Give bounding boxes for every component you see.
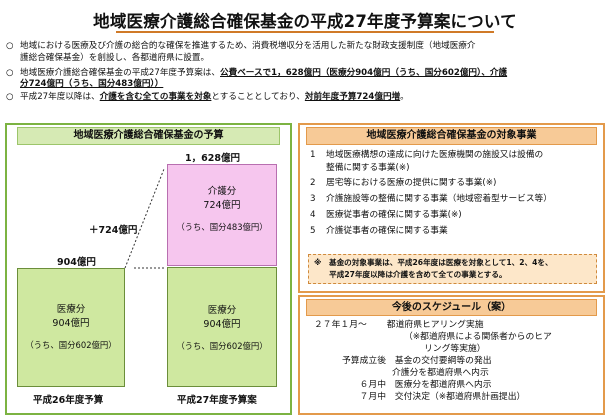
- medical-26-budget-block: 医療分 904億円 （うち、国分602億円）: [17, 268, 125, 387]
- projects-panel-header: 地域医療介護総合確保基金の対象事業: [306, 127, 597, 145]
- medical-27-amount: 904億円: [203, 319, 241, 330]
- bullet-mark: ○: [6, 92, 14, 103]
- schedule-panel: 今後のスケジュール（案） ２７年１月～ 都道府県ヒアリング実施 （※都道府県によ…: [298, 295, 605, 415]
- bullet-text: とすることとしており、: [211, 92, 305, 103]
- base-amount-label: 904億円: [57, 257, 96, 268]
- schedule-row: ７月中 交付決定（※都道府県計画提出）: [314, 392, 526, 404]
- schedule-date: ６月中: [359, 380, 386, 390]
- medical-27-budget-block: 医療分 904億円 （うち、国分602億円）: [167, 267, 277, 387]
- budget-panel-header: 地域医療介護総合確保基金の予算: [17, 127, 280, 145]
- bullet-text: 平成27年度以降は、: [20, 92, 100, 103]
- item-number: 3: [310, 194, 316, 205]
- list-item: 3 介護施設等の整備に関する事業（地域密着型サービス等）: [310, 193, 602, 206]
- bullet-emphasis: 公費ベースで1，628億円（医療分904億円（うち、国分602億円）、介護: [220, 67, 508, 78]
- item-text: 医療従事者の確保に関する事業(※): [326, 209, 462, 220]
- schedule-row: ２７年１月～ 都道府県ヒアリング実施: [314, 320, 484, 332]
- note-text: 平成27年度以降は介護を含めて全ての事業とする。: [314, 269, 507, 279]
- medical-26-name: 医療分: [56, 304, 86, 315]
- medical-27-national: （うち、国分602億円）: [176, 341, 268, 351]
- bullet-item: ○ 地域医療介護総合確保基金の平成27年度予算案は、公費ベースで1，628億円（…: [6, 68, 604, 92]
- item-text: 地域医療構想の達成に向けた医療機関の施設又は設備の: [326, 150, 544, 160]
- care-amount: 724億円: [203, 200, 241, 211]
- bullet-mark: ○: [6, 41, 14, 51]
- bullet-text: 地域医療介護総合確保基金の平成27年度予算案は、: [20, 67, 220, 78]
- bullet-emphasis: 分724億円（うち、国分483億円））: [20, 79, 164, 90]
- medical-27-name: 医療分: [207, 305, 237, 316]
- item-number: 1: [310, 150, 316, 160]
- bullet-text: 護総合確保基金）を創設し、各都道府県に設置。: [20, 52, 210, 63]
- projects-note: ※ 基金の対象事業は、平成26年度は医療を対象として1、2、4を、 平成27年度…: [308, 254, 597, 284]
- summary-bullets: ○ 地域における医療及び介護の総合的な確保を推進するため、消費税増収分を活用した…: [6, 41, 604, 104]
- schedule-subtext: リング等実施）: [424, 344, 486, 354]
- schedule-text: 医療分を都道府県へ内示: [394, 380, 492, 390]
- bullet-item: ○ 地域における医療及び介護の総合的な確保を推進するため、消費税増収分を活用した…: [6, 41, 604, 65]
- item-text: 居宅等における医療の提供に関する事業(※): [326, 178, 497, 189]
- item-number: 4: [310, 209, 316, 220]
- schedule-date: ２７年１月～: [314, 320, 367, 330]
- schedule-text: 交付決定（※都道府県計画提出）: [394, 392, 526, 402]
- bullet-emphasis: 対前年度予算724億円増: [304, 92, 401, 103]
- bullet-text: 地域における医療及び介護の総合的な確保を推進するため、消費税増収分を活用した新た…: [20, 41, 476, 51]
- bullet-emphasis: 介護を含む全ての事業を対象: [99, 92, 212, 103]
- note-text: ※ 基金の対象事業は、平成26年度は医療を対象として1、2、4を、: [314, 258, 553, 267]
- schedule-subtext: （※都道府県による関係者からのヒア: [404, 332, 552, 342]
- item-number: 5: [310, 225, 316, 236]
- item-text: 介護施設等の整備に関する事業（地域密着型サービス等）: [326, 194, 552, 205]
- schedule-date: 予算成立後: [342, 356, 386, 366]
- schedule-row: 予算成立後 基金の交付要綱等の発出: [314, 356, 492, 368]
- item-text: 整備に関する事業(※): [326, 162, 410, 173]
- care-budget-block: 介護分 724億円 （うち、国分483億円）: [167, 164, 277, 266]
- title-underline: [116, 31, 494, 33]
- care-national: （うち、国分483億円）: [176, 222, 268, 232]
- bullet-mark: ○: [6, 67, 14, 78]
- schedule-date: ７月中: [359, 392, 386, 402]
- item-number: 2: [310, 178, 316, 189]
- care-name: 介護分: [207, 186, 237, 197]
- page-title: 地域医療介護総合確保基金の平成27年度予算案について: [93, 12, 517, 31]
- list-item: 2 居宅等における医療の提供に関する事業(※): [310, 177, 602, 190]
- medical-26-amount: 904億円: [52, 318, 90, 329]
- schedule-text: 介護分を都道府県へ内示: [392, 368, 489, 378]
- schedule-panel-header: 今後のスケジュール（案）: [306, 299, 597, 316]
- bullet-item: ○ 平成27年度以降は、介護を含む全ての事業を対象とすることとしており、対前年度…: [6, 92, 604, 104]
- year-27-label: 平成27年度予算案: [177, 395, 257, 406]
- list-item: 1 地域医療構想の達成に向けた医療機関の施設又は設備の 整備に関する事業(※): [310, 149, 602, 174]
- increase-amount-label: ＋724億円: [89, 225, 138, 236]
- projects-panel: 地域医療介護総合確保基金の対象事業 1 地域医療構想の達成に向けた医療機関の施設…: [298, 123, 605, 293]
- year-26-label: 平成26年度予算: [33, 395, 104, 406]
- medical-26-national: （うち、国分602億円）: [25, 340, 117, 350]
- budget-panel: 地域医療介護総合確保基金の予算 1，628億円 ＋724億円 904億円 介護分…: [5, 123, 292, 415]
- schedule-row: ６月中 医療分を都道府県へ内示: [314, 380, 492, 392]
- budget-connector-lines: [124, 168, 165, 269]
- item-text: 介護従事者の確保に関する事業: [326, 225, 448, 236]
- total-amount-label: 1，628億円: [185, 153, 240, 164]
- bullet-text: 。: [400, 92, 409, 103]
- schedule-text: 都道府県ヒアリング実施: [386, 320, 484, 330]
- schedule-text: 基金の交付要綱等の発出: [394, 356, 492, 366]
- list-item: 5 介護従事者の確保に関する事業: [310, 225, 602, 238]
- projects-list: 1 地域医療構想の達成に向けた医療機関の施設又は設備の 整備に関する事業(※) …: [310, 149, 602, 241]
- list-item: 4 医療従事者の確保に関する事業(※): [310, 209, 602, 222]
